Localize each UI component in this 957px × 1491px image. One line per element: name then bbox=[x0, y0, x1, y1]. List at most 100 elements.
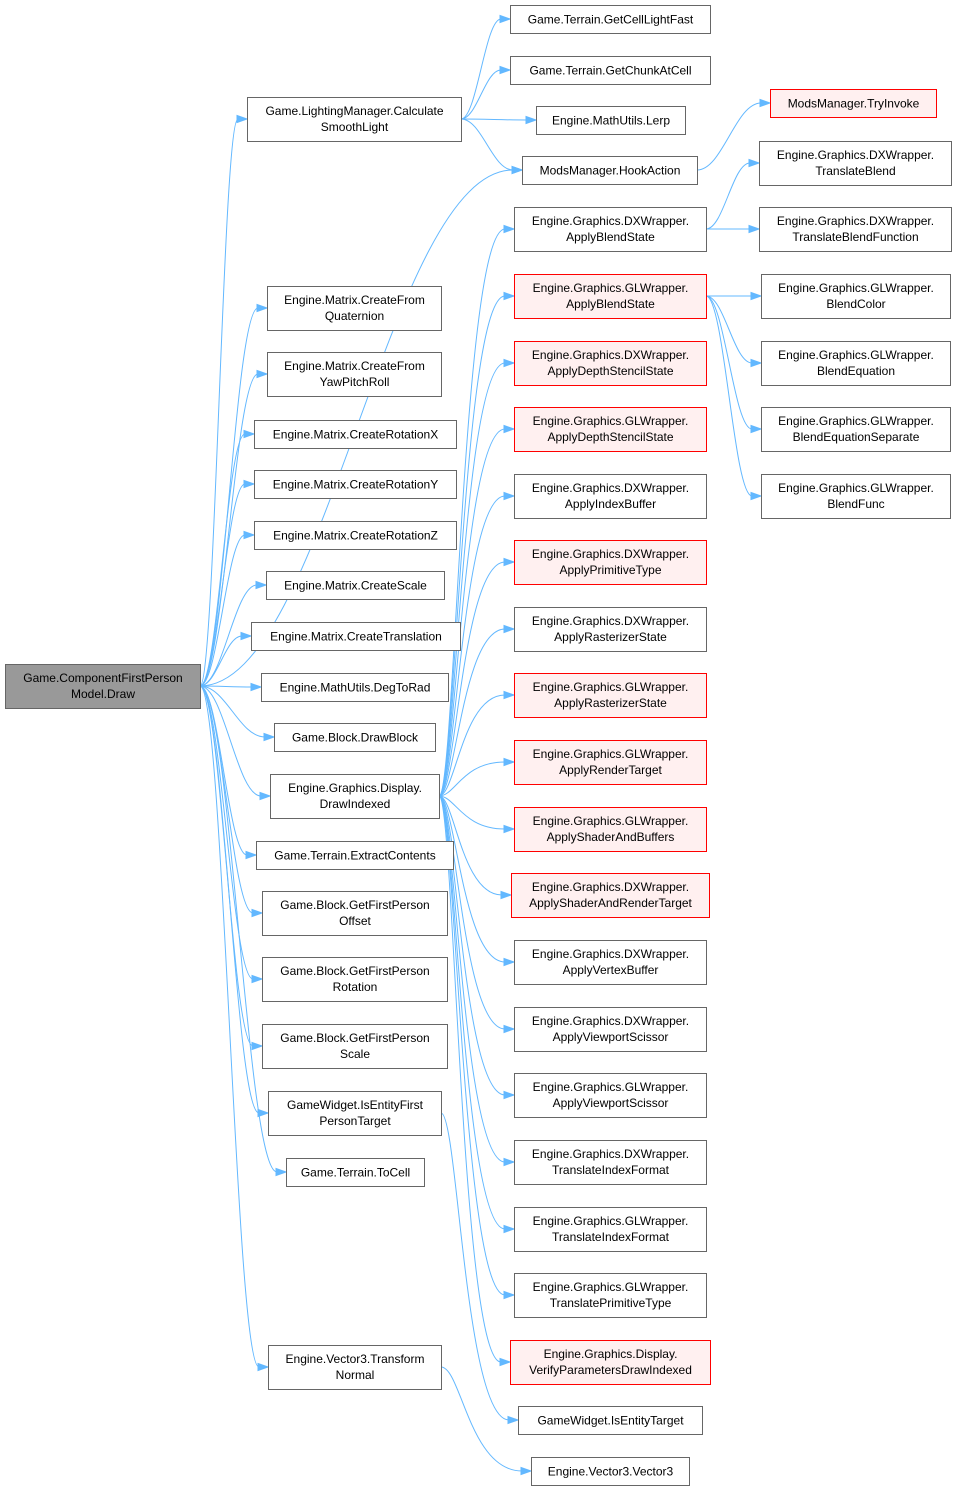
node-label: Engine.Graphics.GLWrapper. bbox=[778, 414, 934, 428]
arrowhead bbox=[250, 682, 263, 692]
node-verify[interactable]: Engine.Graphics.Display.VerifyParameters… bbox=[510, 1340, 711, 1385]
node-glblendcolor[interactable]: Engine.Graphics.GLWrapper.BlendColor bbox=[761, 274, 951, 319]
node-label: ModsManager.HookAction bbox=[540, 164, 681, 178]
node-degtorad[interactable]: Engine.MathUtils.DegToRad bbox=[261, 673, 449, 702]
node-box bbox=[514, 740, 707, 785]
arrowhead bbox=[750, 358, 763, 368]
node-extract[interactable]: Game.Terrain.ExtractContents bbox=[256, 841, 454, 870]
node-box bbox=[510, 1340, 711, 1385]
call-nodes: Game.ComponentFirstPersonModel.DrawGame.… bbox=[5, 5, 952, 1486]
node-gldepth[interactable]: Engine.Graphics.GLWrapper. ApplyDepthSten… bbox=[514, 407, 707, 452]
node-box bbox=[268, 1091, 442, 1136]
node-glblendeqsep[interactable]: Engine.Graphics.GLWrapper.BlendEquationS… bbox=[761, 407, 951, 452]
node-label: ApplyDepthStencilState bbox=[547, 430, 673, 444]
arrowhead bbox=[503, 957, 516, 967]
arrowhead bbox=[240, 631, 253, 641]
node-dxapplyblend[interactable]: Engine.Graphics.DXWrapper.ApplyBlendStat… bbox=[514, 207, 707, 252]
node-label: Game.Terrain.ExtractContents bbox=[274, 849, 435, 863]
node-label: Engine.Graphics.GLWrapper. bbox=[533, 414, 689, 428]
node-gltransidx[interactable]: Engine.Graphics.GLWrapper.TranslateIndex… bbox=[514, 1207, 707, 1252]
node-label: Engine.Graphics.DXWrapper. bbox=[532, 481, 689, 495]
node-drawblock[interactable]: Game.Block.DrawBlock bbox=[274, 723, 436, 752]
node-box bbox=[262, 1024, 448, 1069]
node-dxvertex[interactable]: Engine.Graphics.DXWrapper.ApplyVertexBuf… bbox=[514, 940, 707, 985]
call-edge-drawindexed-to-glapplyblend bbox=[438, 295, 506, 797]
node-tocell[interactable]: Game.Terrain.ToCell bbox=[286, 1158, 425, 1187]
call-edge-transnormal-to-vector3 bbox=[440, 1366, 523, 1472]
node-hookaction[interactable]: ModsManager.HookAction bbox=[522, 156, 698, 185]
node-dxtransblend[interactable]: Engine.Graphics.DXWrapper.TranslateBlend bbox=[759, 141, 952, 186]
node-label: Engine.Graphics.GLWrapper. bbox=[533, 1080, 689, 1094]
node-label: Engine.Vector3.Vector3 bbox=[548, 1465, 674, 1479]
call-edge-root-to-drawblock bbox=[199, 685, 266, 738]
arrowhead bbox=[503, 1024, 516, 1034]
node-box bbox=[261, 673, 449, 702]
node-gltransprim[interactable]: Engine.Graphics.GLWrapper.TranslatePrimi… bbox=[514, 1273, 707, 1318]
node-box bbox=[274, 723, 436, 752]
node-box bbox=[514, 274, 707, 319]
arrowhead bbox=[503, 1090, 516, 1100]
node-label: Engine.Graphics.DXWrapper. bbox=[532, 947, 689, 961]
node-label: TranslateBlend bbox=[815, 164, 895, 178]
node-label: Engine.MathUtils.Lerp bbox=[552, 114, 670, 128]
node-createscale[interactable]: Engine.Matrix.CreateScale bbox=[266, 571, 445, 600]
node-dxdepth[interactable]: Engine.Graphics.DXWrapper.ApplyDepthSten… bbox=[514, 341, 707, 386]
node-dxraster[interactable]: Engine.Graphics.DXWrapper.ApplyRasterize… bbox=[514, 607, 707, 652]
arrowhead bbox=[499, 65, 512, 75]
node-glrender[interactable]: Engine.Graphics.GLWrapper.ApplyRenderTar… bbox=[514, 740, 707, 785]
node-getcelllight[interactable]: Game.Terrain.GetCellLightFast bbox=[510, 5, 711, 34]
node-glapplyblend[interactable]: Engine.Graphics.GLWrapper.ApplyBlendStat… bbox=[514, 274, 707, 319]
node-vector3[interactable]: Engine.Vector3.Vector3 bbox=[531, 1457, 690, 1486]
node-box bbox=[286, 1158, 425, 1187]
node-dxtransidx[interactable]: Engine.Graphics.DXWrapper.TranslateIndex… bbox=[514, 1140, 707, 1185]
call-edge-drawindexed-to-dxapplyblend bbox=[438, 228, 506, 797]
node-label: Engine.Graphics.GLWrapper. bbox=[778, 348, 934, 362]
node-tryinvoke[interactable]: ModsManager.TryInvoke bbox=[770, 89, 937, 118]
node-box bbox=[514, 940, 707, 985]
node-dxindexbuf[interactable]: Engine.Graphics.DXWrapper.ApplyIndexBuff… bbox=[514, 474, 707, 519]
node-drawindexed[interactable]: Engine.Graphics.Display.DrawIndexed bbox=[270, 774, 440, 819]
node-box bbox=[514, 607, 707, 652]
node-createrotz[interactable]: Engine.Matrix.CreateRotationZ bbox=[254, 521, 457, 550]
node-label: Game.ComponentFirstPerson bbox=[23, 671, 182, 685]
node-glraster[interactable]: Engine.Graphics.GLWrapper.ApplyRasterize… bbox=[514, 673, 707, 718]
arrowhead bbox=[520, 1466, 533, 1476]
node-dxtransblendfn[interactable]: Engine.Graphics.DXWrapper.TranslateBlend… bbox=[759, 207, 952, 252]
node-isentitytarget[interactable]: GameWidget.IsEntityTarget bbox=[518, 1406, 703, 1435]
call-edge-root-to-createfromypr bbox=[199, 373, 259, 687]
node-getchunk[interactable]: Game.Terrain.GetChunkAtCell bbox=[510, 56, 711, 85]
arrowhead bbox=[503, 824, 516, 834]
arrowhead bbox=[243, 530, 256, 540]
node-box bbox=[761, 474, 951, 519]
node-dxviewport[interactable]: Engine.Graphics.DXWrapper.ApplyViewportS… bbox=[514, 1007, 707, 1052]
call-edge-dxapplyblend-to-dxtransblend bbox=[705, 162, 751, 230]
node-glshader[interactable]: Engine.Graphics.GLWrapper.ApplyShaderAnd… bbox=[514, 807, 707, 852]
node-glviewport[interactable]: Engine.Graphics.GLWrapper.ApplyViewportS… bbox=[514, 1073, 707, 1118]
node-label: YawPitchRoll bbox=[320, 375, 390, 389]
node-createroty[interactable]: Engine.Matrix.CreateRotationY bbox=[254, 470, 457, 499]
node-lerp[interactable]: Engine.MathUtils.Lerp bbox=[536, 106, 686, 135]
node-glblendeq[interactable]: Engine.Graphics.GLWrapper.BlendEquation bbox=[761, 341, 951, 386]
node-createtrans[interactable]: Engine.Matrix.CreateTranslation bbox=[251, 622, 461, 651]
call-edge-isentityfp-to-isentitytarget bbox=[440, 1112, 510, 1421]
node-box bbox=[254, 420, 457, 449]
node-dxshader[interactable]: Engine.Graphics.DXWrapper.ApplyShaderAnd… bbox=[511, 873, 710, 918]
node-createrotx[interactable]: Engine.Matrix.CreateRotationX bbox=[254, 420, 457, 449]
arrowhead bbox=[750, 424, 763, 434]
arrowhead bbox=[236, 114, 249, 124]
node-glblendfunc[interactable]: Engine.Graphics.GLWrapper.BlendFunc bbox=[761, 474, 951, 519]
node-label: ApplyRenderTarget bbox=[559, 763, 662, 777]
node-label: SmoothLight bbox=[321, 120, 389, 134]
call-edge-drawindexed-to-glraster bbox=[438, 694, 506, 797]
node-dxprim[interactable]: Engine.Graphics.DXWrapper.ApplyPrimitive… bbox=[514, 540, 707, 585]
arrowhead bbox=[748, 224, 761, 234]
node-calcsmooth[interactable]: Game.LightingManager.CalculateSmoothLigh… bbox=[247, 97, 462, 142]
